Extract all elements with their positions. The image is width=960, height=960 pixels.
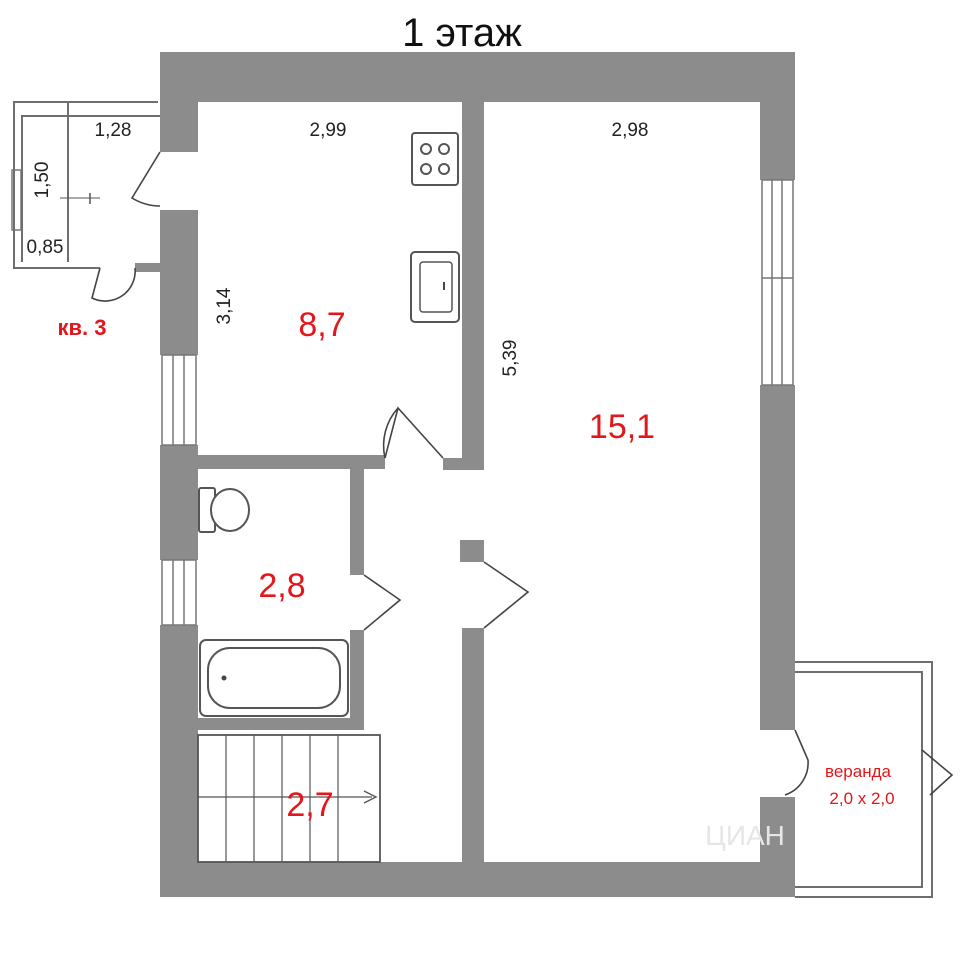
toilet-icon (198, 487, 250, 533)
windows (11, 169, 794, 626)
veranda-outline (784, 661, 954, 898)
veranda-size: 2,0 х 2,0 (829, 789, 894, 808)
dim-vestibule-width: 1,28 (95, 120, 132, 141)
stairs-icon (197, 734, 381, 863)
kitchen-area: 8,7 (298, 306, 345, 344)
vestibule (13, 101, 161, 302)
dim-vestibule-height: 1,50 (32, 162, 53, 199)
dim-kitchen-height: 3,14 (214, 287, 235, 324)
veranda-label: веранда (825, 762, 892, 781)
stove-icon (411, 132, 459, 186)
dim-vestibule-small: 0,85 (27, 237, 64, 258)
dim-living-width: 2,98 (612, 120, 649, 141)
interior-walls (195, 57, 484, 862)
kitchen-sink-icon (410, 251, 460, 323)
bathtub-icon (199, 639, 349, 717)
apartment-label: кв. 3 (58, 315, 107, 340)
stairs-area: 2,7 (286, 786, 333, 824)
doors (363, 406, 530, 631)
dim-living-height: 5,39 (500, 340, 521, 377)
watermark: ЦИАН (705, 820, 785, 851)
living-area: 15,1 (589, 408, 655, 446)
outer-walls (160, 52, 795, 897)
floor-title: 1 этаж (402, 11, 522, 55)
dim-kitchen-width: 2,99 (310, 120, 347, 141)
bathroom-area: 2,8 (258, 567, 305, 605)
